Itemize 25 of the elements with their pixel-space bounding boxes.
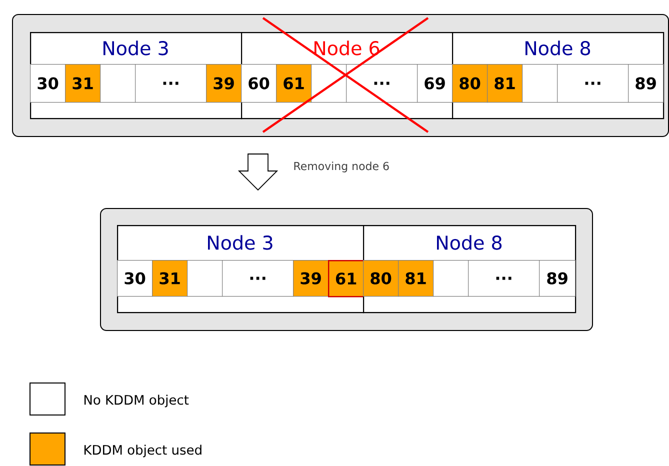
slot-cell: 31 bbox=[152, 260, 188, 297]
slot-cell bbox=[100, 64, 136, 103]
slot-cell: 39 bbox=[206, 64, 242, 103]
slot-cell: 60 bbox=[241, 64, 277, 103]
slot-cell: 61 bbox=[276, 64, 312, 103]
slot-cell: 61 bbox=[328, 260, 364, 298]
slot-cell: 30 bbox=[30, 64, 66, 103]
slot-cell: 30 bbox=[117, 260, 153, 297]
slot-cell: 89 bbox=[539, 260, 576, 297]
slot-cell bbox=[522, 64, 558, 103]
slot-cell: 80 bbox=[452, 64, 488, 103]
slot-cell: 39 bbox=[293, 260, 329, 297]
arrow bbox=[238, 154, 278, 191]
slot-cell: 81 bbox=[487, 64, 523, 103]
slot-cell: 81 bbox=[398, 260, 434, 297]
legend-label: KDDM object used bbox=[84, 444, 202, 458]
slot-cell bbox=[433, 260, 469, 297]
slot-cell: 80 bbox=[363, 260, 399, 297]
slot-cell: 31 bbox=[65, 64, 101, 103]
slot-cell: 69 bbox=[417, 64, 453, 103]
slot-cell: 89 bbox=[628, 64, 664, 103]
edge-label: Removing node 6 bbox=[294, 162, 389, 172]
slot-cell bbox=[311, 64, 347, 103]
slot-cell bbox=[187, 260, 223, 297]
legend-label: No KDDM object bbox=[84, 394, 189, 408]
